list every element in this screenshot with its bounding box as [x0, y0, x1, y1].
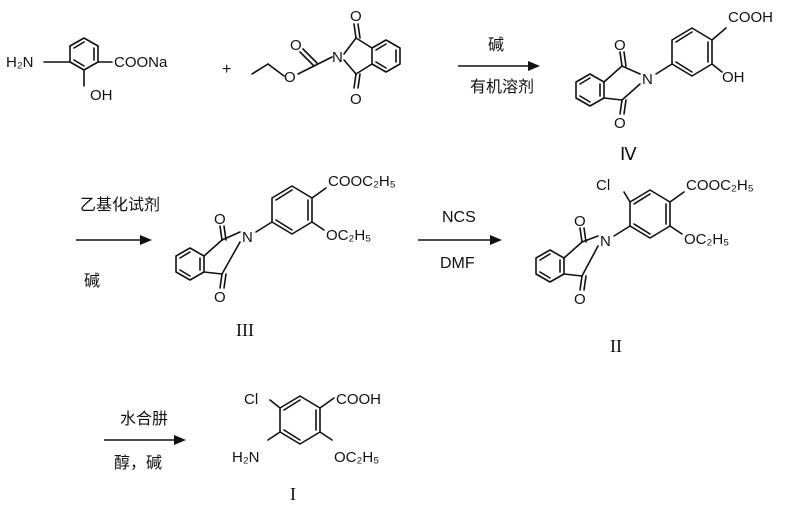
arrow-2-condition-base: 碱 [84, 272, 100, 290]
arrow-1-condition-solvent: 有机溶剂 [470, 78, 534, 96]
imide-oxygen-bottom-label: O [350, 91, 362, 108]
compound-III-nitrogen: N [242, 229, 253, 246]
compound-I-chloro: Cl [244, 391, 258, 408]
compound-IV-carboxylic-acid: COOH [728, 9, 773, 26]
compound-II-structure [535, 189, 685, 291]
compound-IV-hydroxy: OH [722, 69, 745, 86]
arrow-4-condition-hydrazine-hydrate: 水合肼 [120, 410, 168, 428]
sodium-carboxylate-label: COONa [114, 54, 168, 71]
reaction-arrow-2 [76, 235, 152, 245]
arrow-3-condition-dmf: DMF [440, 255, 475, 272]
compound-III-oxygen-top: O [214, 211, 226, 228]
compound-II-ethoxy: OC₂H₅ [684, 231, 729, 248]
amino-group-label: H₂N [6, 54, 34, 71]
compound-IV-label: Ⅳ [620, 144, 637, 164]
arrow-1-condition-base: 碱 [488, 36, 504, 54]
reaction-arrow-4 [104, 435, 186, 445]
ester-oxygen-label: O [284, 69, 296, 86]
compound-I-amino: H₂N [232, 449, 260, 466]
imide-oxygen-top-label: O [350, 8, 362, 25]
arrow-4-condition-alcohol-base: 醇，碱 [114, 454, 162, 472]
compound-II-ethyl-ester: COOC₂H₅ [686, 177, 754, 194]
compound-III-structure [175, 185, 327, 289]
compound-I-label: I [290, 484, 296, 504]
compound-II-oxygen-bottom: O [574, 291, 586, 308]
compound-IV-nitrogen: N [642, 71, 653, 88]
compound-I-structure [267, 395, 335, 445]
compound-III-oxygen-bottom: O [214, 289, 226, 306]
compound-II-nitrogen: N [600, 233, 611, 250]
carbonyl-oxygen-label: O [290, 37, 302, 54]
reagent-aminosalicylate-structure [43, 37, 113, 87]
compound-III-ethoxy: OC₂H₅ [326, 227, 371, 244]
arrow-3-condition-ncs: NCS [442, 209, 476, 226]
reaction-arrow-3 [418, 235, 502, 245]
reagent-ethoxycarbonyl-phthalimide-structure [251, 23, 401, 89]
hydroxy-group-label: OH [90, 87, 113, 104]
compound-III-label: III [236, 320, 254, 340]
compound-II-oxygen-top: O [574, 213, 586, 230]
compound-IV-structure [575, 27, 727, 115]
compound-II-chloro: Cl [596, 177, 610, 194]
compound-IV-oxygen-top: O [614, 37, 626, 54]
reaction-arrow-1 [458, 61, 540, 71]
imide-nitrogen-label: N [332, 49, 343, 66]
compound-IV-oxygen-bottom: O [614, 115, 626, 132]
arrow-2-condition-ethylating-agent: 乙基化试剂 [80, 196, 160, 214]
plus-sign: + [222, 61, 231, 78]
compound-I-carboxylic-acid: COOH [336, 391, 381, 408]
compound-II-label: II [610, 336, 622, 356]
compound-III-ethyl-ester: COOC₂H₅ [328, 173, 396, 190]
compound-I-ethoxy: OC₂H₅ [334, 449, 379, 466]
